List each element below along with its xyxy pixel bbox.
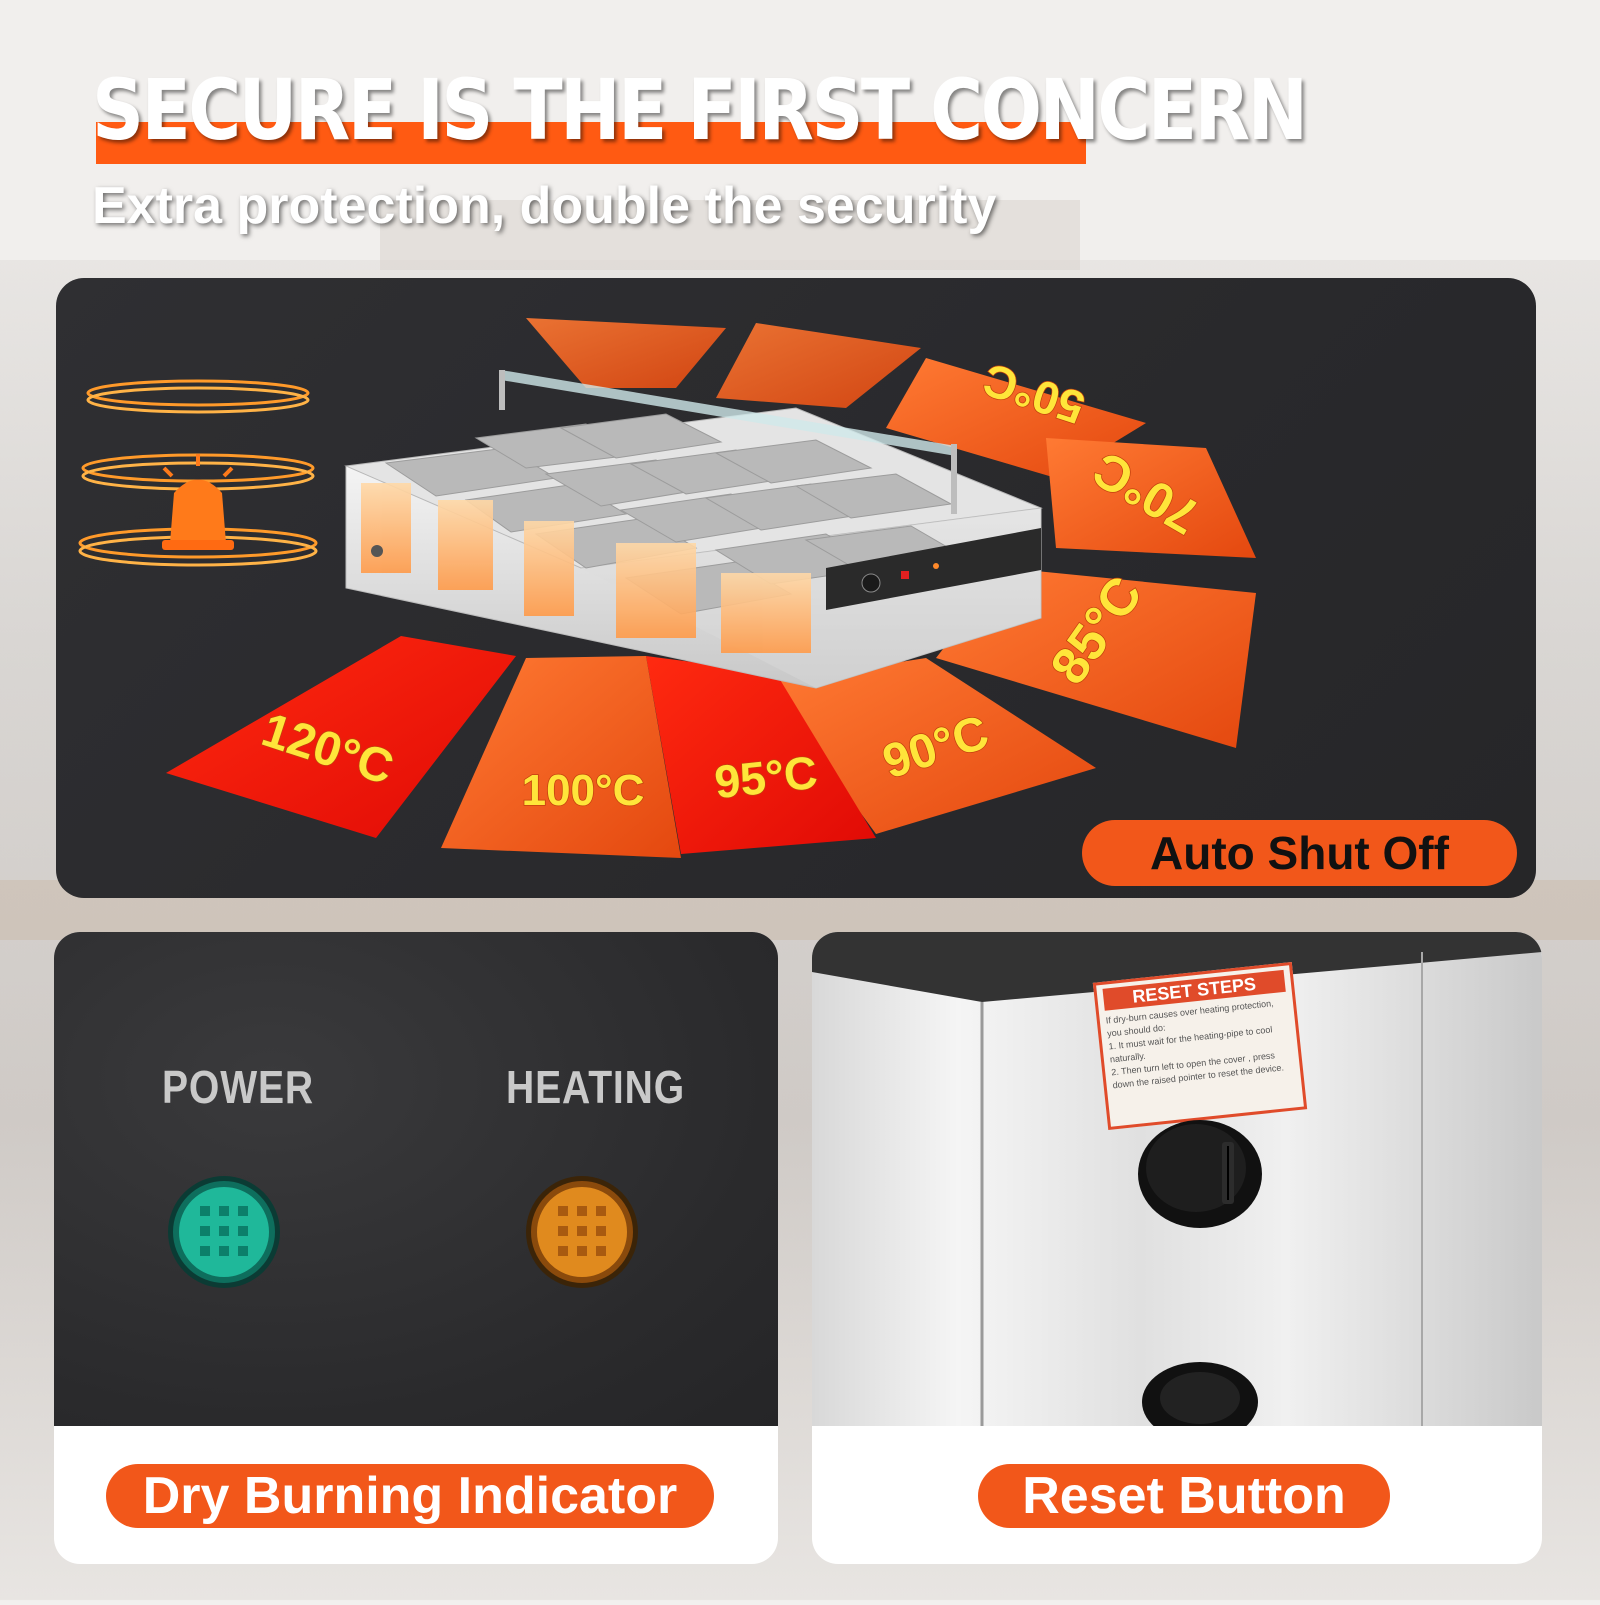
- auto-shut-off-badge: Auto Shut Off: [1082, 820, 1517, 886]
- power-led-icon: [168, 1176, 280, 1288]
- reset-button-caption: Reset Button: [978, 1464, 1390, 1528]
- power-label: POWER: [162, 1061, 314, 1113]
- fan-segment-90: [766, 658, 1096, 834]
- temperature-panel: 50°C 70°C 85°C 90°C 95°C 100°C 120°C: [56, 278, 1536, 898]
- headline-underline-bar: [96, 122, 1086, 164]
- heating-led-icon: [526, 1176, 638, 1288]
- reset-steps-sticker: RESET STEPS If dry-burn causes over heat…: [1092, 961, 1308, 1131]
- fan-segment-70: [1046, 438, 1256, 558]
- temp-label-95: 95°C: [712, 746, 820, 808]
- fan-segment-top-2: [716, 323, 921, 408]
- subheadline: Extra protection, double the security: [92, 177, 997, 235]
- fan-segment-120: [166, 636, 516, 838]
- headline-block: SECURE IS THE FIRST CONCERN: [92, 61, 1503, 164]
- fan-segment-95: [646, 656, 876, 854]
- alarm-light-icon: [162, 454, 234, 550]
- reset-panel-photo: RESET STEPS If dry-burn causes over heat…: [812, 932, 1542, 1426]
- indicator-panel-photo: POWER HEATING: [54, 932, 778, 1426]
- headline: SECURE IS THE FIRST CONCERN: [92, 61, 1308, 159]
- dry-burning-indicator-caption: Dry Burning Indicator: [106, 1464, 714, 1528]
- reset-knob-icon: [1138, 1120, 1262, 1228]
- heating-label: HEATING: [506, 1061, 686, 1113]
- temp-label-100: 100°C: [522, 766, 645, 815]
- temperature-illustration: 50°C 70°C 85°C 90°C 95°C 100°C 120°C: [78, 318, 1256, 858]
- dry-burning-indicator-card: POWER HEATING Dry Burning Indicator: [54, 932, 778, 1564]
- food-warmer-illustration: [344, 370, 1043, 689]
- reset-button-card: RESET STEPS If dry-burn causes over heat…: [812, 932, 1542, 1564]
- fuse-holder-icon: [1142, 1362, 1258, 1426]
- fan-segment-100: [441, 656, 681, 858]
- fan-segment-top-1: [526, 318, 726, 388]
